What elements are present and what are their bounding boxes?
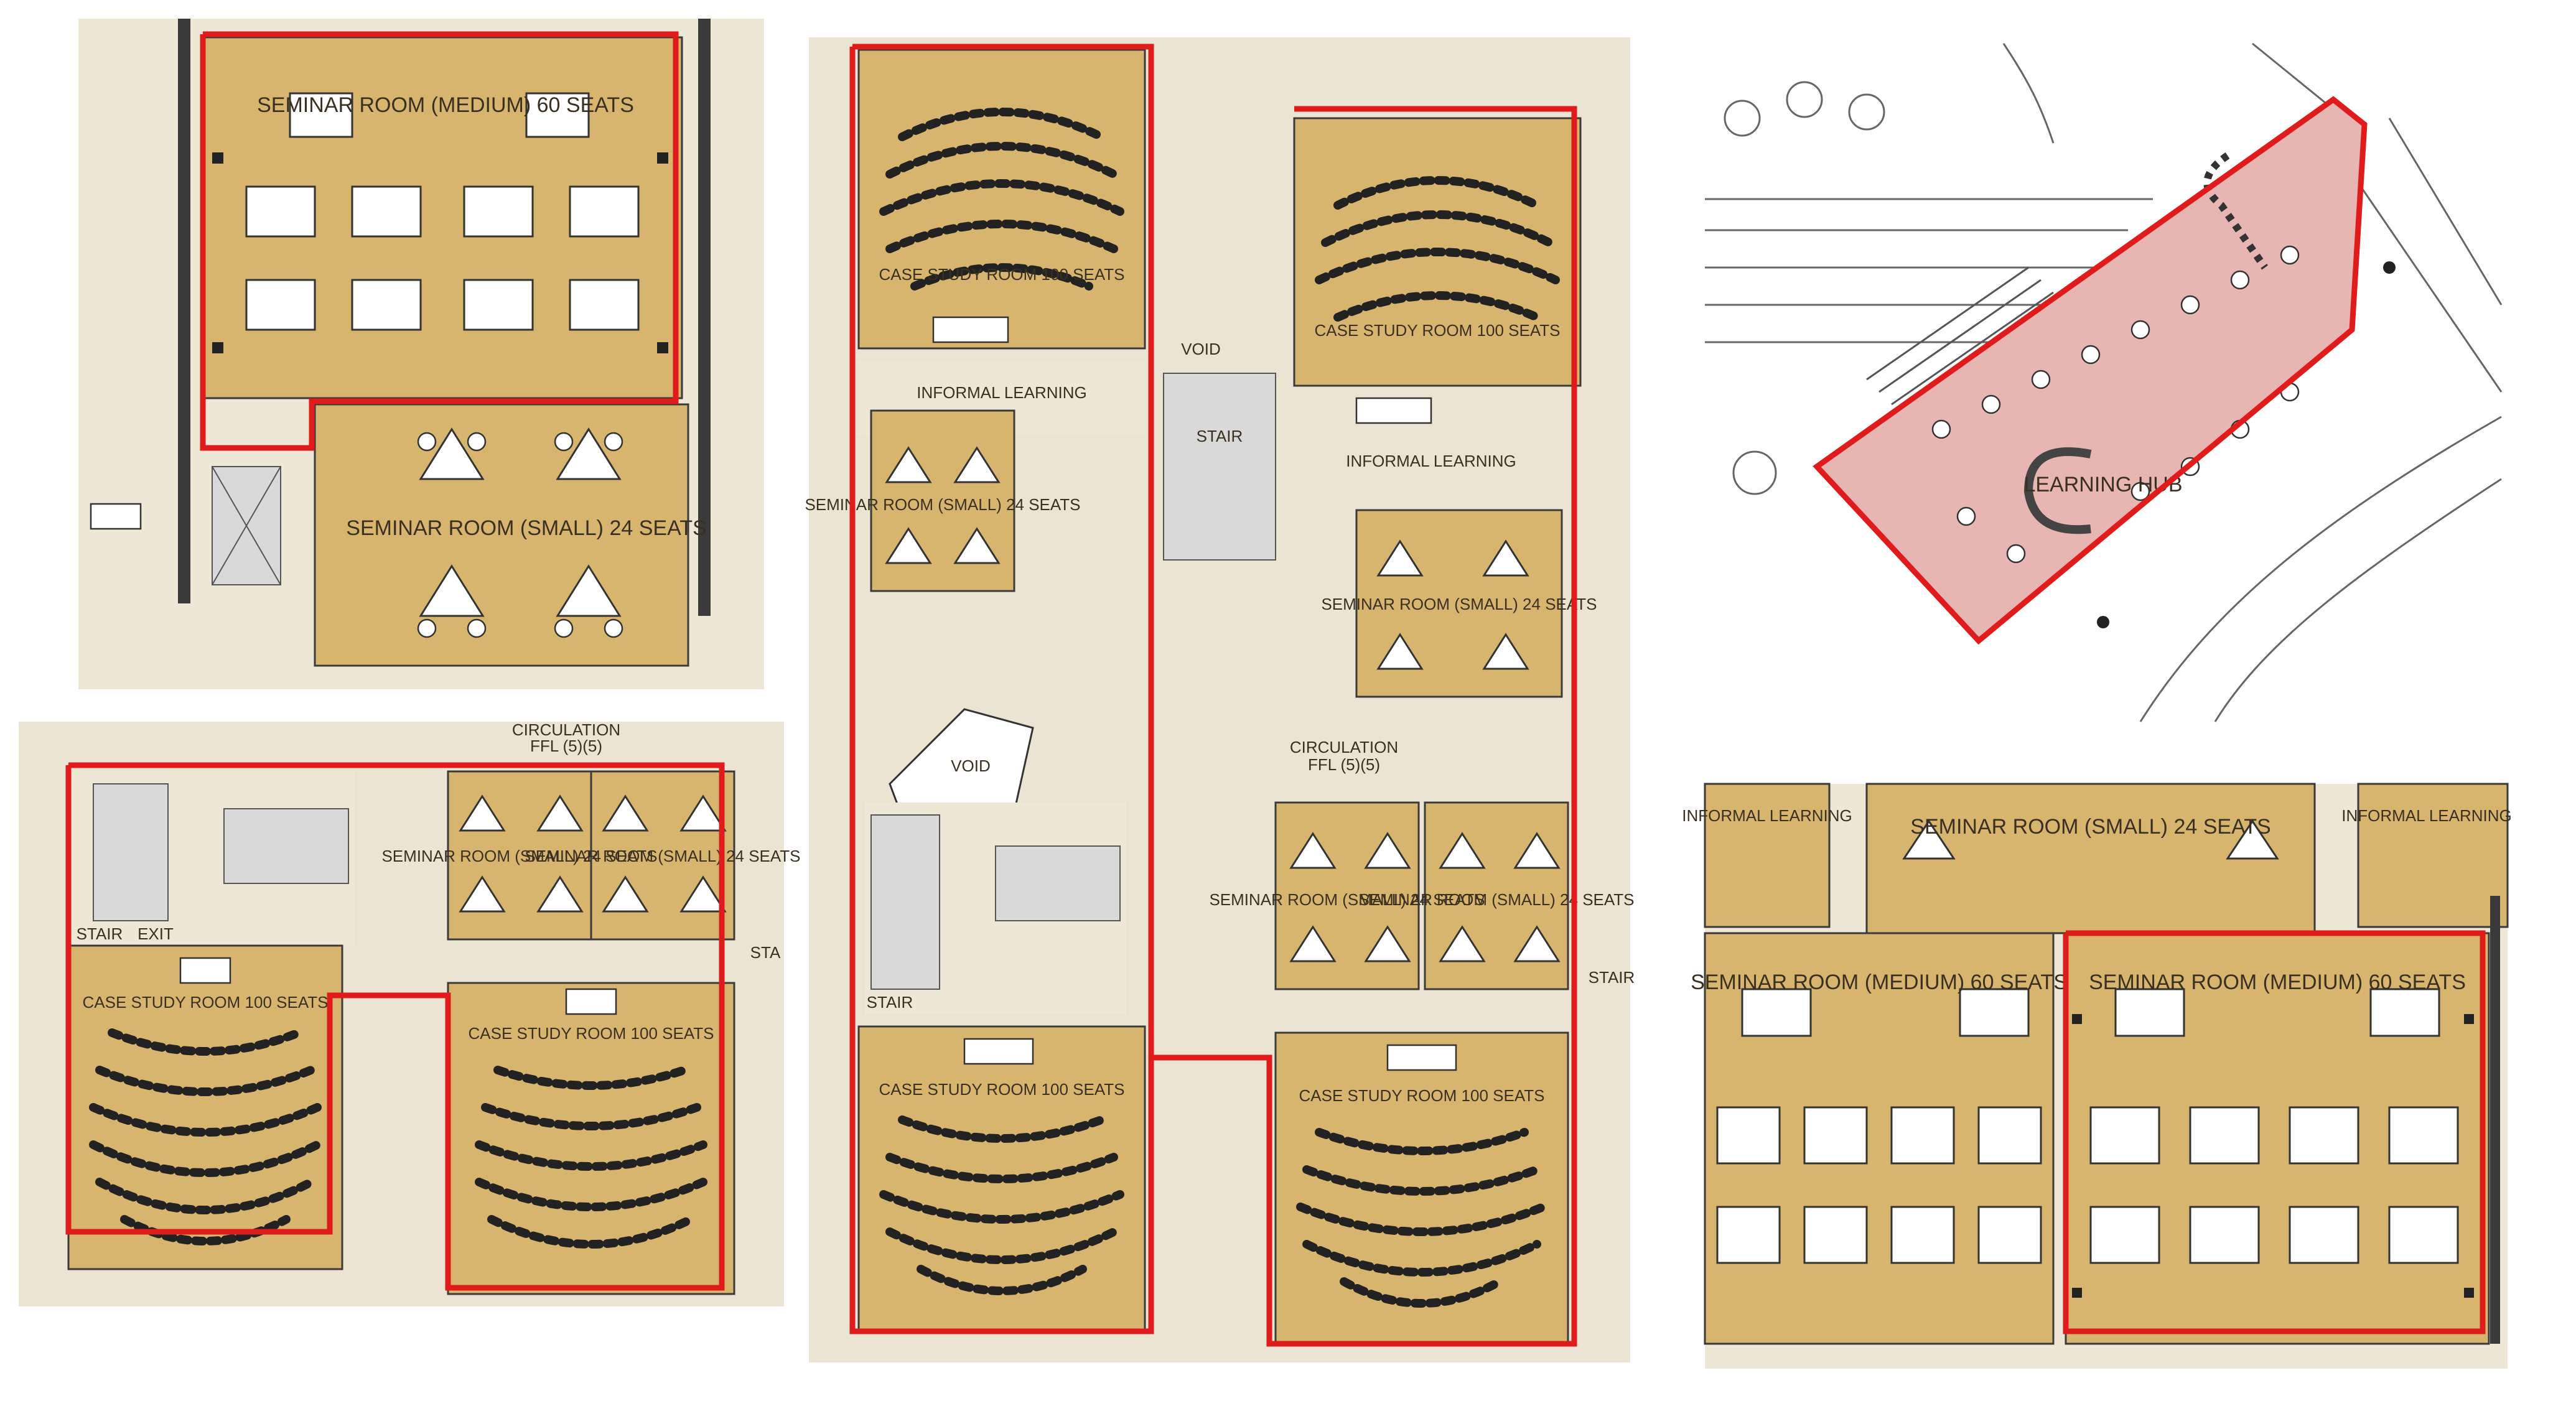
sta-label: STA (750, 943, 781, 962)
stair-side-label: STAIR (1589, 968, 1635, 987)
case-study-1-label: CASE STUDY ROOM 100 SEATS (83, 993, 329, 1012)
floorplan-c: CASE STUDY ROOM 100 SEATS INFORMAL LEARN… (805, 37, 1635, 1362)
void-mid-label: VOID (951, 756, 991, 775)
circulation-level: FFL (5)(5) (530, 737, 602, 755)
panel-case-study-bottom-left: CIRCULATION FFL (5)(5) STAIR EXIT SEMINA… (19, 720, 801, 1306)
informal-learning-r-label: INFORMAL LEARNING (1346, 452, 1516, 470)
highlight-outline-c-right (1151, 106, 1577, 1347)
floorplan-b: CIRCULATION FFL (5)(5) STAIR EXIT SEMINA… (19, 720, 801, 1306)
informal-learning-l-label: INFORMAL LEARNING (917, 383, 1087, 402)
floorplan-d: LEARNING HUB (1705, 42, 2503, 722)
case-study-tl-label: CASE STUDY ROOM 100 SEATS (879, 265, 1125, 284)
highlight-outline-d (1813, 96, 2368, 645)
case-study-2-seating (475, 1066, 707, 1249)
case-study-room-1 (67, 944, 343, 1270)
stair-bottom (870, 814, 940, 990)
case-study-br-label: CASE STUDY ROOM 100 SEATS (1299, 1086, 1545, 1105)
seminar-room-small (314, 403, 689, 667)
seminar-small-r-label: SEMINAR ROOM (SMALL) 24 SEATS (1321, 595, 1597, 613)
informal-learning-l-label: INFORMAL LEARNING (1682, 806, 1852, 825)
seminar-small-b1-label: SEMINAR ROOM (SMALL) 24 SEATS (1209, 890, 1485, 909)
circulation-label: CIRCULATION (512, 720, 620, 739)
panel-learning-hub: LEARNING HUB (1705, 42, 2503, 722)
highlight-outline-a (200, 31, 679, 451)
seminar-small-tables (417, 427, 623, 638)
exit-label: EXIT (138, 924, 174, 943)
case-study-tr-seating (1315, 176, 1560, 322)
seminar-small-label: SEMINAR ROOM (SMALL) 24 SEATS (346, 516, 706, 540)
highlight-outline-e (2063, 930, 2486, 1334)
void-top-label: VOID (1181, 340, 1221, 358)
panel-seminar-rooms-bottom-right: INFORMAL LEARNING INFORMAL LEARNING SEMI… (1682, 783, 2512, 1369)
panel-seminar-rooms-top-left: SEMINAR ROOM (MEDIUM) 60 SEATS SEMINAR R… (78, 19, 764, 689)
circulation-label: CIRCULATION (1290, 738, 1398, 756)
case-study-2-label: CASE STUDY ROOM 100 SEATS (469, 1024, 714, 1043)
seminar-medium-l-label: SEMINAR ROOM (MEDIUM) 60 SEATS (1691, 970, 2068, 994)
seminar-small-1-label: SEMINAR ROOM (SMALL) 24 SEATS (381, 847, 657, 865)
seminar-medium-tables (245, 92, 640, 331)
seminar-small-b2-label: SEMINAR ROOM (SMALL) 24 SEATS (1358, 890, 1634, 909)
seminar-medium-r-label: SEMINAR ROOM (MEDIUM) 60 SEATS (2089, 970, 2466, 994)
case-study-bl-label: CASE STUDY ROOM 100 SEATS (879, 1080, 1125, 1099)
floorplan-a: SEMINAR ROOM (MEDIUM) 60 SEATS SEMINAR R… (78, 19, 764, 689)
case-study-br-seating (1296, 1128, 1547, 1308)
highlight-outline-c-left (849, 44, 1154, 1334)
seminar-medium-label: SEMINAR ROOM (MEDIUM) 60 SEATS (257, 93, 634, 117)
seminar-medium-right-tables (2089, 988, 2459, 1264)
stair-bottom-label: STAIR (867, 993, 913, 1012)
seminar-small-label: SEMINAR ROOM (SMALL) 24 SEATS (1910, 815, 2270, 839)
circulation-level: FFL (5)(5) (1308, 755, 1380, 774)
floorplan-e: INFORMAL LEARNING INFORMAL LEARNING SEMI… (1682, 783, 2512, 1369)
highlight-outline-b (65, 762, 725, 1291)
panel-center-floor: CASE STUDY ROOM 100 SEATS INFORMAL LEARN… (805, 37, 1635, 1362)
hub-seating (1931, 245, 2300, 564)
stair-block (93, 783, 169, 921)
seminar-medium-left-tables (1716, 988, 2042, 1264)
site-context (1705, 42, 2503, 722)
case-study-bl-seating (879, 1115, 1124, 1295)
seminar-small-2-label: SEMINAR ROOM (SMALL) 24 SEATS (525, 847, 800, 865)
stair-label: STAIR (77, 924, 123, 943)
stair-top (1163, 373, 1276, 561)
seminar-small-l-label: SEMINAR ROOM (SMALL) 24 SEATS (805, 495, 1080, 514)
stair-top-label: STAIR (1197, 427, 1243, 445)
informal-learning-r-label: INFORMAL LEARNING (2341, 806, 2512, 825)
case-study-tr-label: CASE STUDY ROOM 100 SEATS (1315, 321, 1561, 340)
case-study-tl-seating (879, 108, 1124, 291)
